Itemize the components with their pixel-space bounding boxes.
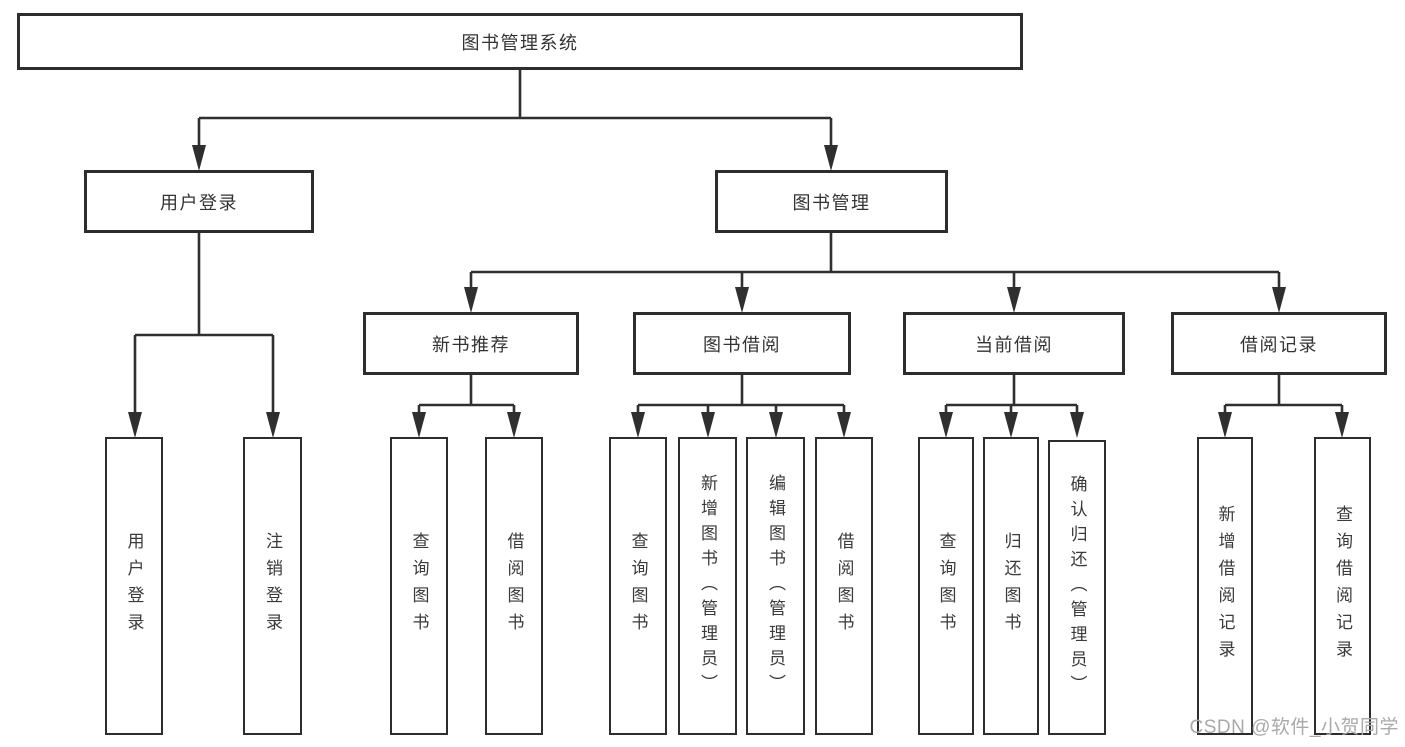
- leaf-cb-confirm-return: 确认归还（管理员）: [1048, 440, 1106, 735]
- leaf-br-add-record: 新增借阅记录: [1197, 437, 1253, 735]
- leaf-bb-borrow-books: 借阅图书: [815, 437, 873, 735]
- node-root: 图书管理系统: [17, 13, 1023, 70]
- node-user-login: 用户登录: [84, 170, 314, 233]
- node-root-label: 图书管理系统: [461, 32, 579, 53]
- leaf-br-query-record: 查询借阅记录: [1314, 437, 1371, 735]
- leaf-cb-query-books-label: 查询图书: [936, 532, 956, 640]
- leaf-bb-add-books: 新增图书（管理员）: [678, 437, 737, 735]
- leaf-user-login-label: 用户登录: [124, 532, 144, 640]
- connector-borrow-records-children: [1218, 375, 1349, 438]
- leaf-nb-borrow-books-label: 借阅图书: [504, 532, 524, 640]
- leaf-user-login: 用户登录: [105, 437, 163, 735]
- leaf-br-query-record-label: 查询借阅记录: [1333, 505, 1352, 667]
- leaf-nb-query-books: 查询图书: [390, 437, 448, 735]
- leaf-nb-query-books-label: 查询图书: [409, 532, 429, 640]
- connector-book-borrow-children: [631, 375, 851, 438]
- leaf-br-add-record-label: 新增借阅记录: [1215, 505, 1235, 667]
- leaf-cb-return-books: 归还图书: [983, 437, 1039, 735]
- watermark: CSDN @软件_小贺同学: [1189, 717, 1399, 738]
- node-new-books-label: 新书推荐: [432, 334, 510, 355]
- leaf-cb-confirm-return-label: 确认归还（管理员）: [1067, 475, 1087, 700]
- node-current-borrow: 当前借阅: [903, 312, 1125, 375]
- leaf-logout-label: 注销登录: [263, 532, 282, 640]
- connector-root-to-level1: [192, 70, 838, 171]
- connector-user-login-children: [128, 233, 280, 438]
- leaf-cb-query-books: 查询图书: [918, 437, 974, 735]
- leaf-bb-add-books-label: 新增图书（管理员）: [698, 473, 717, 699]
- node-user-login-label: 用户登录: [160, 192, 238, 213]
- leaf-nb-borrow-books: 借阅图书: [485, 437, 543, 735]
- leaf-cb-return-books-label: 归还图书: [1001, 532, 1021, 640]
- node-borrow-records: 借阅记录: [1171, 312, 1387, 375]
- node-book-borrow: 图书借阅: [633, 312, 851, 375]
- node-book-mgmt-label: 图书管理: [792, 192, 871, 213]
- leaf-bb-edit-books-label: 编辑图书（管理员）: [766, 473, 785, 699]
- connector-new-books-children: [412, 375, 521, 438]
- leaf-logout: 注销登录: [243, 437, 302, 735]
- node-new-books: 新书推荐: [363, 312, 579, 375]
- node-borrow-records-label: 借阅记录: [1240, 334, 1318, 355]
- leaf-bb-query-books: 查询图书: [609, 437, 667, 735]
- node-book-borrow-label: 图书借阅: [703, 334, 781, 355]
- node-current-borrow-label: 当前借阅: [975, 334, 1053, 355]
- leaf-bb-edit-books: 编辑图书（管理员）: [746, 437, 805, 735]
- leaf-bb-borrow-books-label: 借阅图书: [834, 532, 854, 640]
- node-book-mgmt: 图书管理: [715, 170, 948, 233]
- connector-book-mgmt-children: [464, 233, 1286, 313]
- leaf-bb-query-books-label: 查询图书: [628, 532, 648, 640]
- connector-current-borrow-children: [939, 375, 1084, 438]
